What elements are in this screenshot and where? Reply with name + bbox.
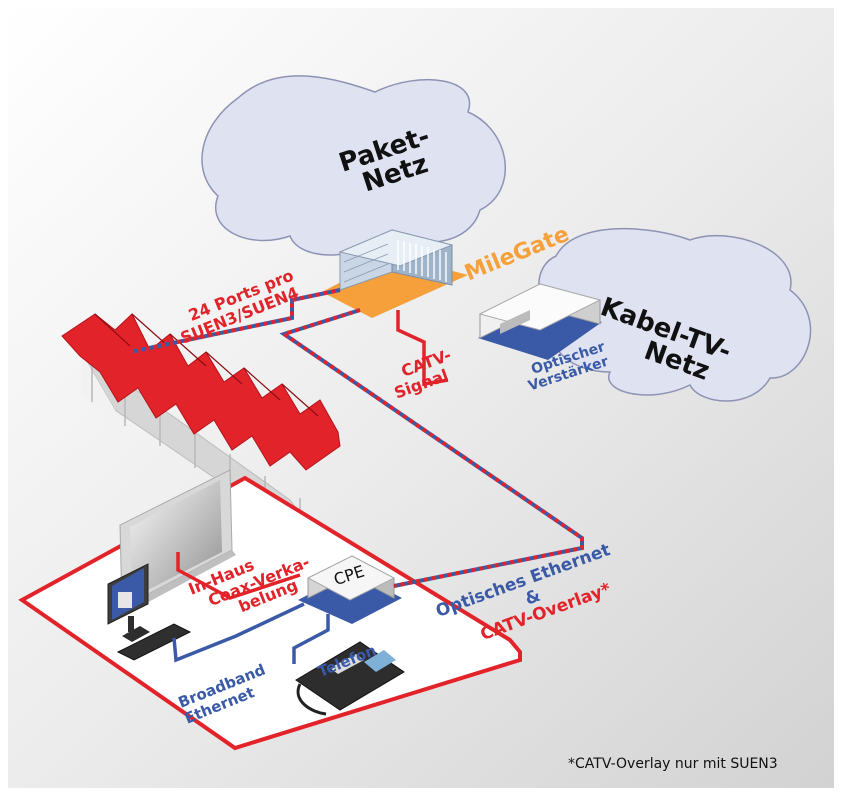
footnote: *CATV-Overlay nur mit SUEN3 [568, 756, 778, 772]
red-connections [176, 310, 449, 600]
diagram-canvas [8, 8, 834, 788]
blue-connections [172, 602, 330, 664]
computer-icon [107, 563, 192, 661]
milegate-device-icon [322, 229, 468, 318]
cpe-device-icon [298, 555, 402, 624]
telephone-icon [295, 641, 405, 716]
fiber-line-houses [129, 288, 341, 354]
optical-amplifier-icon [478, 283, 602, 360]
fiber-line-cpe [279, 308, 584, 588]
packet-network-cloud [201, 75, 506, 256]
